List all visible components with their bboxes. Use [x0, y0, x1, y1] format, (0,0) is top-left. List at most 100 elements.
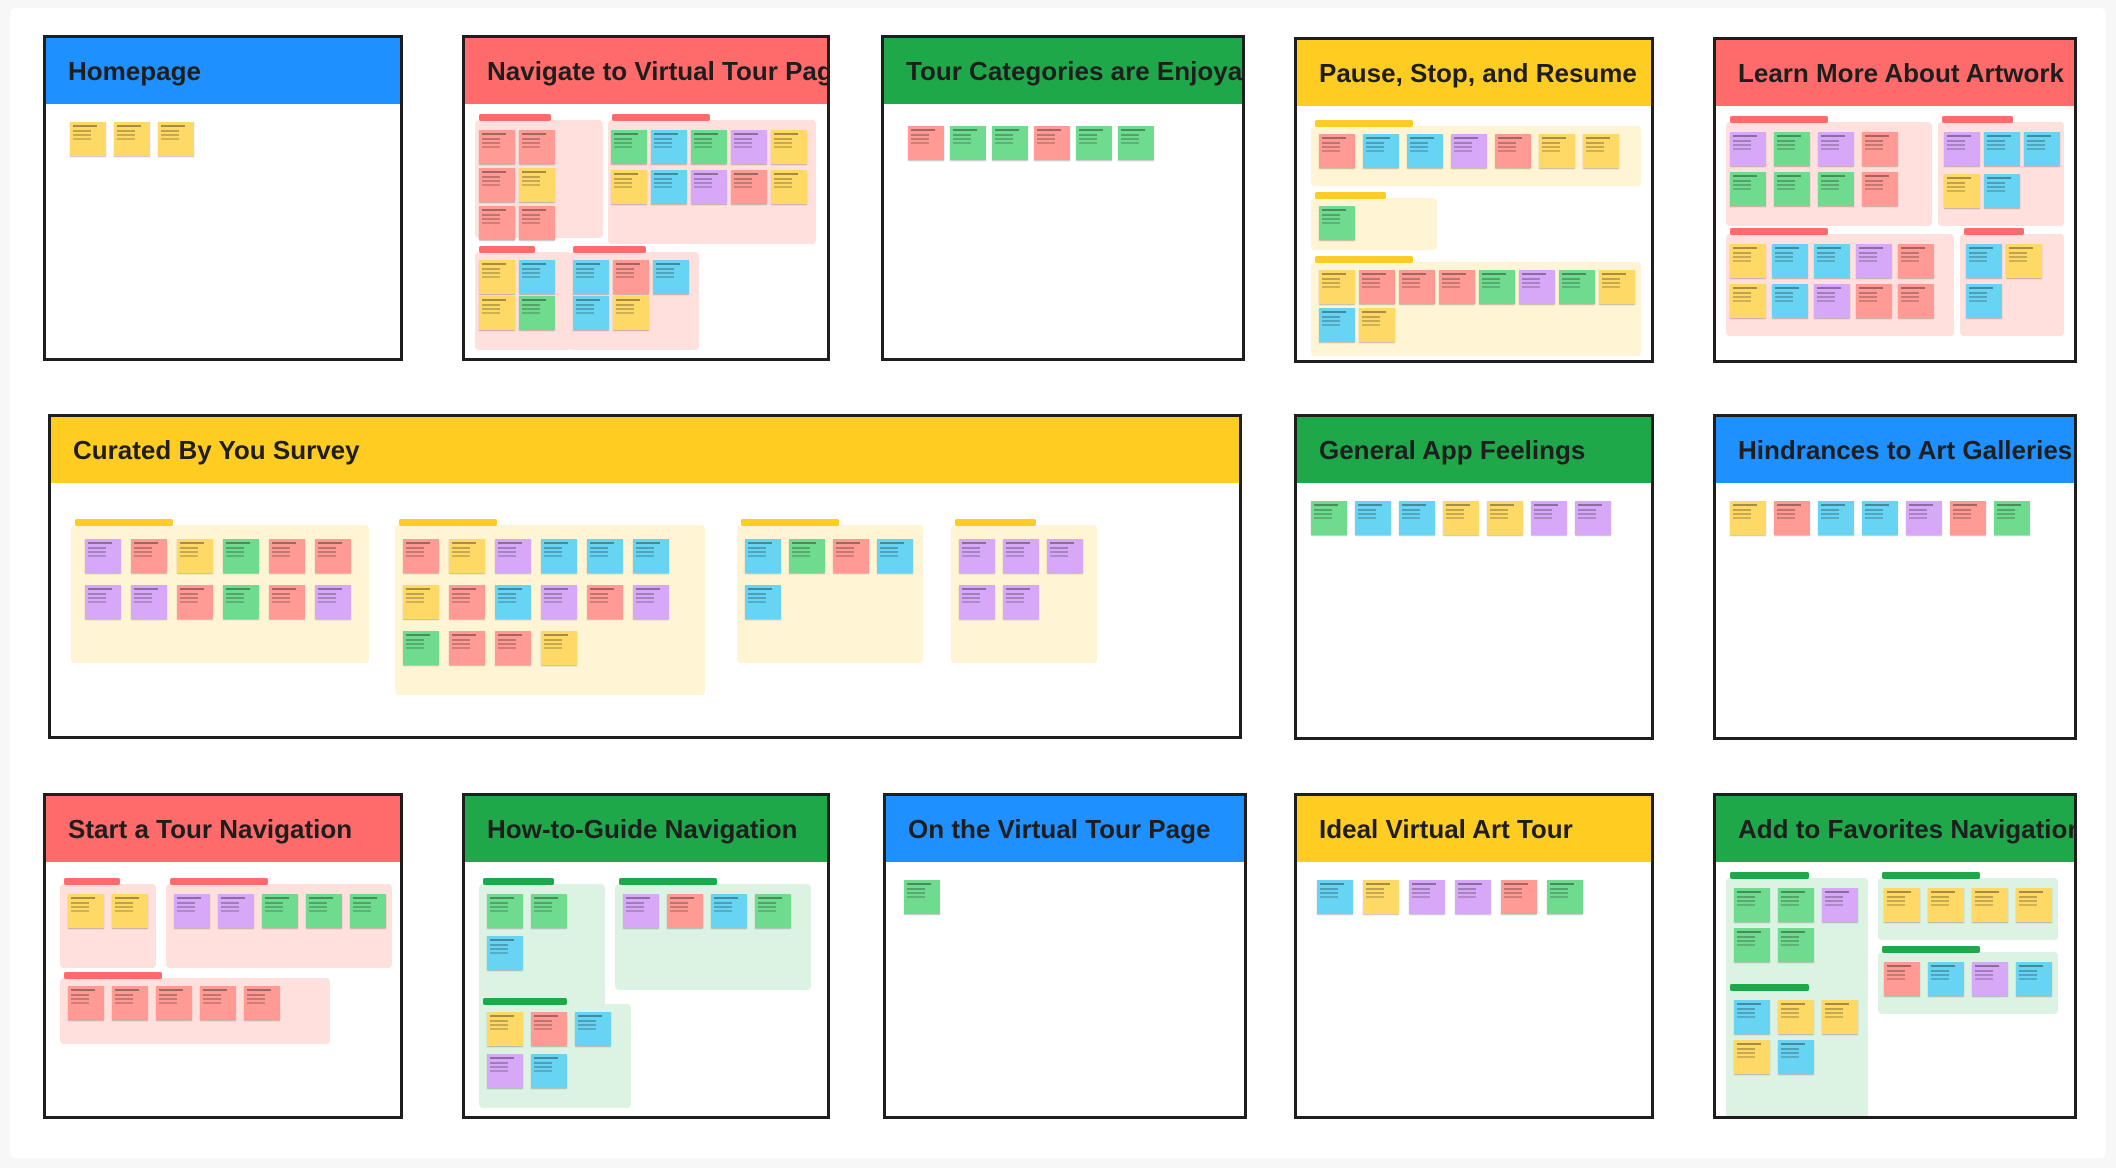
sticky-note[interactable]	[611, 130, 647, 164]
sticky-note[interactable]	[1862, 172, 1898, 206]
sticky-note[interactable]	[1730, 501, 1766, 535]
sticky-note[interactable]	[731, 170, 767, 204]
sticky-note[interactable]	[1898, 284, 1934, 318]
sticky-note[interactable]	[177, 585, 213, 619]
sticky-note[interactable]	[1359, 308, 1395, 342]
sticky-note[interactable]	[218, 894, 254, 928]
sticky-note[interactable]	[1944, 132, 1980, 166]
sticky-note[interactable]	[1928, 888, 1964, 922]
sticky-note[interactable]	[1994, 501, 2030, 535]
sticky-note[interactable]	[1455, 880, 1491, 914]
sticky-note[interactable]	[519, 206, 555, 240]
sticky-note[interactable]	[1317, 880, 1353, 914]
sticky-note[interactable]	[1409, 880, 1445, 914]
sticky-note[interactable]	[691, 130, 727, 164]
sticky-note[interactable]	[85, 539, 121, 573]
sticky-note[interactable]	[403, 631, 439, 665]
sticky-note[interactable]	[613, 296, 649, 330]
sticky-note[interactable]	[1778, 1000, 1814, 1034]
sticky-note[interactable]	[131, 539, 167, 573]
sticky-note[interactable]	[1734, 1040, 1770, 1074]
sticky-note[interactable]	[1856, 284, 1892, 318]
sticky-note[interactable]	[1928, 962, 1964, 996]
sticky-note[interactable]	[1495, 134, 1531, 168]
sticky-note[interactable]	[1363, 880, 1399, 914]
sticky-note[interactable]	[1559, 270, 1595, 304]
sticky-note[interactable]	[1972, 888, 2008, 922]
sticky-note[interactable]	[908, 126, 944, 160]
sticky-note[interactable]	[244, 986, 280, 1020]
board-6[interactable]: General App Feelings	[1294, 414, 1654, 740]
sticky-note[interactable]	[1984, 132, 2020, 166]
sticky-note[interactable]	[959, 585, 995, 619]
sticky-note[interactable]	[1950, 501, 1986, 535]
sticky-note[interactable]	[1730, 284, 1766, 318]
sticky-note[interactable]	[731, 130, 767, 164]
sticky-note[interactable]	[877, 539, 913, 573]
sticky-note[interactable]	[1531, 501, 1567, 535]
sticky-note[interactable]	[1319, 134, 1355, 168]
sticky-note[interactable]	[479, 296, 515, 330]
board-3[interactable]: Pause, Stop, and Resume	[1294, 37, 1654, 363]
sticky-note[interactable]	[2016, 888, 2052, 922]
sticky-note[interactable]	[1862, 501, 1898, 535]
sticky-note[interactable]	[156, 986, 192, 1020]
sticky-note[interactable]	[114, 122, 150, 156]
sticky-note[interactable]	[350, 894, 386, 928]
sticky-note[interactable]	[1487, 501, 1523, 535]
sticky-note[interactable]	[449, 585, 485, 619]
board-0[interactable]: Homepage	[43, 35, 403, 361]
sticky-note[interactable]	[68, 986, 104, 1020]
sticky-note[interactable]	[1003, 585, 1039, 619]
sticky-note[interactable]	[1772, 284, 1808, 318]
sticky-note[interactable]	[1355, 501, 1391, 535]
sticky-note[interactable]	[487, 936, 523, 970]
sticky-note[interactable]	[1399, 270, 1435, 304]
sticky-note[interactable]	[306, 894, 342, 928]
sticky-note[interactable]	[1311, 501, 1347, 535]
sticky-note[interactable]	[541, 539, 577, 573]
sticky-note[interactable]	[519, 296, 555, 330]
sticky-group[interactable]	[60, 972, 330, 1044]
sticky-note[interactable]	[487, 1054, 523, 1088]
sticky-note[interactable]	[2006, 244, 2042, 278]
sticky-note[interactable]	[223, 539, 259, 573]
sticky-note[interactable]	[177, 539, 213, 573]
sticky-note[interactable]	[1822, 888, 1858, 922]
sticky-note[interactable]	[1772, 244, 1808, 278]
sticky-note[interactable]	[1972, 962, 2008, 996]
sticky-note[interactable]	[1583, 134, 1619, 168]
sticky-note[interactable]	[959, 539, 995, 573]
board-10[interactable]: On the Virtual Tour Page	[883, 793, 1247, 1119]
sticky-note[interactable]	[1439, 270, 1475, 304]
sticky-note[interactable]	[1984, 174, 2020, 208]
sticky-note[interactable]	[575, 1012, 611, 1046]
sticky-note[interactable]	[691, 170, 727, 204]
sticky-note[interactable]	[623, 894, 659, 928]
sticky-note[interactable]	[771, 130, 807, 164]
sticky-note[interactable]	[1034, 126, 1070, 160]
sticky-note[interactable]	[1359, 270, 1395, 304]
sticky-note[interactable]	[1906, 501, 1942, 535]
sticky-note[interactable]	[1814, 244, 1850, 278]
sticky-note[interactable]	[531, 1054, 567, 1088]
sticky-note[interactable]	[1774, 172, 1810, 206]
sticky-note[interactable]	[1479, 270, 1515, 304]
sticky-note[interactable]	[1818, 501, 1854, 535]
board-8[interactable]: Start a Tour Navigation	[43, 793, 403, 1119]
sticky-note[interactable]	[1575, 501, 1611, 535]
sticky-note[interactable]	[1443, 501, 1479, 535]
sticky-note[interactable]	[1047, 539, 1083, 573]
sticky-note[interactable]	[745, 539, 781, 573]
sticky-note[interactable]	[789, 539, 825, 573]
sticky-note[interactable]	[2024, 132, 2060, 166]
sticky-note[interactable]	[269, 539, 305, 573]
sticky-note[interactable]	[1539, 134, 1575, 168]
sticky-note[interactable]	[1774, 132, 1810, 166]
sticky-note[interactable]	[1547, 880, 1583, 914]
sticky-note[interactable]	[950, 126, 986, 160]
sticky-note[interactable]	[519, 168, 555, 202]
sticky-note[interactable]	[1399, 501, 1435, 535]
sticky-note[interactable]	[1884, 962, 1920, 996]
